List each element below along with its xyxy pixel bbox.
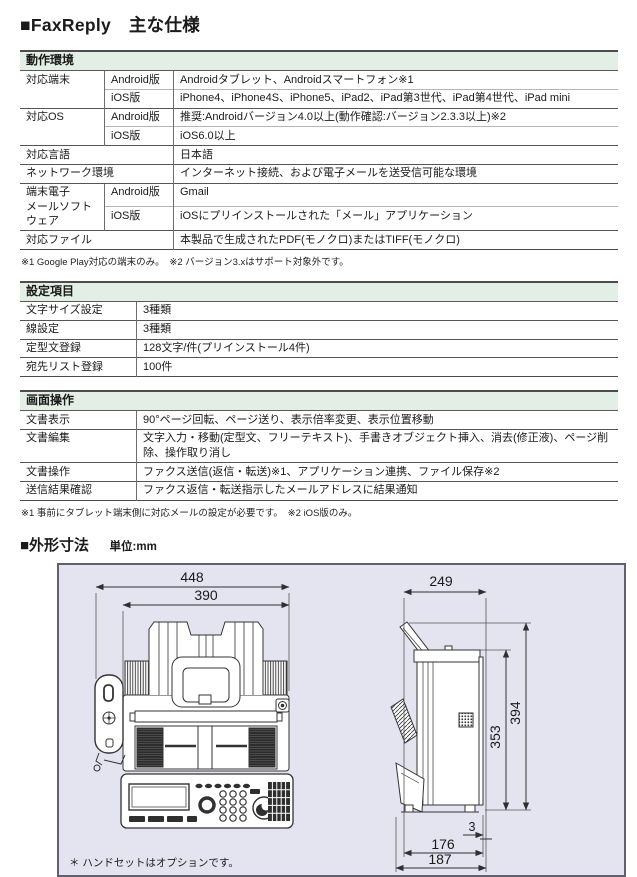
handset	[93, 673, 126, 772]
one-touch-key-grid	[268, 781, 290, 821]
side-body	[416, 661, 480, 806]
spec-label: 定型文登録	[20, 338, 137, 358]
document-slot	[134, 710, 278, 723]
spec-label: 対応端末	[26, 73, 70, 86]
table-row: 送信結果確認 ファクス返信・転送指示したメールアドレスに結果通知	[20, 480, 618, 501]
spec-value: iPhone4、iPhone4S、iPhone5、iPad2、iPad第3世代、…	[173, 88, 618, 109]
table-row: 宛先リスト登録 100件	[20, 357, 618, 377]
spec-value: Gmail	[173, 182, 618, 207]
spec-value: iOSにプリインストールされた「メール」アプリケーション	[173, 206, 618, 231]
settings-table: 文字サイズ設定 3種類 線設定 3種類 定型文登録 128文字/件(プリインスト…	[20, 301, 618, 378]
spec-sublabel: iOS版	[104, 88, 174, 109]
dim-side-height-total: 394	[507, 701, 523, 725]
screen-operations-table: 文書表示 90°ページ回転、ページ送り、表示倍率変更、表示位置移動 文書編集 文…	[20, 411, 618, 501]
spec-sublabel: Android版	[104, 107, 174, 127]
table-row: 対応端末 Android版 Androidタブレット、Androidスマートフォ…	[20, 71, 618, 90]
dim-side-depth-body: 176	[431, 836, 455, 852]
footnote-env: ※1 Google Play対応の端末のみ。 ※2 バージョン3.xはサポート対…	[21, 256, 349, 268]
spec-label: 対応ファイル	[20, 230, 174, 250]
table-row: iOS版 iPhone4、iPhone4S、iPhone5、iPad2、iPad…	[20, 88, 618, 109]
spec-value: 日本語	[173, 145, 618, 165]
table-row: 対応ファイル 本製品で生成されたPDF(モノクロ)またはTIFF(モノクロ)	[20, 230, 618, 250]
spec-value: 100件	[136, 357, 618, 377]
spec-label: 対応OS	[20, 107, 105, 146]
table-row: 定型文登録 128文字/件(プリインストール4件)	[20, 338, 618, 358]
spec-label: ネットワーク環境	[20, 163, 174, 184]
dim-side-height-body: 353	[487, 725, 503, 749]
spec-label: 文字サイズ設定	[26, 304, 103, 317]
spec-label: 線設定	[20, 319, 137, 340]
lcd-display	[128, 782, 190, 811]
table-row: 文書表示 90°ページ回転、ページ送り、表示倍率変更、表示位置移動	[20, 411, 618, 430]
table-row: 文書編集 文字入力・移動(定型文、フリーテキスト)、手書きオブジェクト挿入、消去…	[20, 428, 618, 463]
spec-value: 文字入力・移動(定型文、フリーテキスト)、手書きオブジェクト挿入、消去(修正液)…	[136, 428, 618, 463]
spec-value: 128文字/件(プリインストール4件)	[136, 338, 618, 358]
spec-sublabel: Android版	[104, 182, 174, 207]
dimensions-title-text: ■外形寸法	[20, 536, 90, 554]
outline-dimension-drawing: 448 390 249 353 394 3 176 187 ＊ ハンドセットはオ…	[57, 562, 626, 877]
spec-value: 推奨:Androidバージョン4.0以上(動作確認:バージョン2.3.3以上)※…	[173, 107, 618, 127]
table-row: 対応OS Android版 推奨:Androidバージョン4.0以上(動作確認:…	[20, 107, 618, 146]
dim-front-width-total: 448	[180, 569, 204, 585]
section-header-settings: 設定項目	[20, 280, 618, 302]
spec-label: 端末電子 メールソフトウェア	[20, 182, 105, 231]
table-row: iOS版 iOSにプリインストールされた「メール」アプリケーション	[20, 206, 618, 231]
dim-wall-gap: 3	[469, 820, 476, 834]
table-row: 対応言語 日本語	[20, 145, 618, 165]
spec-label: 文書編集	[20, 428, 137, 463]
dimension-drawing-svg: 448 390 249 353 394 3 176 187 ＊ ハンドセットはオ…	[69, 569, 531, 872]
dim-side-depth-total: 249	[429, 573, 453, 589]
table-row: 端末電子 メールソフトウェア Android版 Gmail	[20, 182, 618, 231]
spec-value: 90°ページ回転、ページ送り、表示倍率変更、表示位置移動	[136, 411, 618, 430]
table-row: 文字サイズ設定 3種類	[20, 301, 618, 321]
spec-label: 文書表示	[26, 413, 70, 426]
footnote-screen: ※1 事前にタブレット端末側に対応メールの設定が必要です。 ※2 iOS版のみ。	[21, 507, 358, 519]
spec-value: インターネット接続、および電子メールを送受信可能な環境	[173, 163, 618, 184]
table-row: ネットワーク環境 インターネット接続、および電子メールを送受信可能な環境	[20, 163, 618, 184]
spec-label: 宛先リスト登録	[20, 357, 137, 377]
table-row: iOS版 iOS6.0以上	[20, 126, 618, 146]
table-row: 線設定 3種類	[20, 319, 618, 340]
spec-label: 文書操作	[20, 462, 137, 482]
spec-value: 3種類	[136, 301, 618, 321]
operating-environment-table: 対応端末 Android版 Androidタブレット、Androidスマートフォ…	[20, 71, 618, 250]
carry-handle	[171, 656, 241, 708]
vent-grille	[458, 712, 474, 728]
dimensions-section-title: ■外形寸法 単位:mm	[20, 534, 618, 555]
textured-block-right	[262, 660, 288, 696]
spec-sublabel: iOS版	[104, 206, 174, 231]
textured-block-left	[124, 660, 150, 696]
dim-front-width-body: 390	[194, 587, 218, 603]
spec-sublabel: iOS版	[104, 126, 174, 146]
spec-sublabel: Android版	[104, 71, 174, 90]
spec-label: 対応言語	[20, 145, 174, 165]
handset-option-note: ＊ ハンドセットはオプションです。	[69, 857, 239, 869]
section-header-operating-environment: 動作環境	[20, 50, 618, 71]
spec-value: 3種類	[136, 319, 618, 340]
table-row: 文書操作 ファクス送信(返信・転送)※1、アプリケーション連携、ファイル保存※2	[20, 462, 618, 482]
section-header-screen-operations: 画面操作	[20, 390, 618, 412]
spec-label: 送信結果確認	[20, 480, 137, 501]
spec-value: Androidタブレット、Androidスマートフォン※1	[173, 71, 618, 90]
spec-value: iOS6.0以上	[173, 126, 618, 146]
spec-value: ファクス返信・転送指示したメールアドレスに結果通知	[136, 480, 618, 501]
spec-value: 本製品で生成されたPDF(モノクロ)またはTIFF(モノクロ)	[173, 230, 618, 250]
dim-side-depth-with-tray: 187	[428, 851, 452, 867]
fax-side-view-art	[390, 620, 484, 813]
dimensions-unit-label: 単位:mm	[109, 540, 157, 553]
spec-value: ファクス送信(返信・転送)※1、アプリケーション連携、ファイル保存※2	[136, 462, 618, 482]
page-title: ■FaxReply 主な仕様	[20, 15, 201, 35]
fax-front-view-art	[93, 621, 294, 829]
